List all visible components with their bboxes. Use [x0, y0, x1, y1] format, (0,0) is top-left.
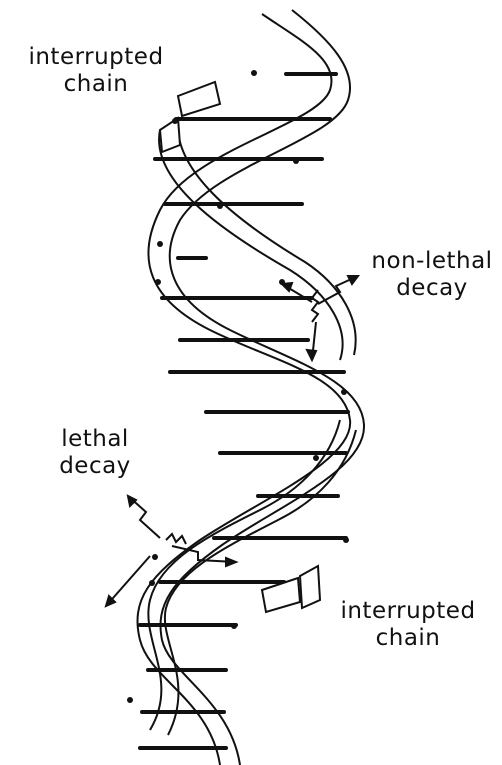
strand-break-bottom [262, 566, 320, 612]
interrupted-chain-label-bottom: interrupted chain [318, 598, 498, 652]
label-line: chain [318, 625, 498, 652]
label-line: interrupted [10, 44, 182, 71]
non-lethal-decay-label: non-lethal decay [364, 248, 500, 302]
label-line: non-lethal [364, 248, 500, 275]
lethal-decay-label: lethal decay [40, 426, 150, 480]
interrupted-chain-label-top: interrupted chain [10, 44, 182, 98]
label-line: interrupted [318, 598, 498, 625]
label-line: decay [40, 453, 150, 480]
non-lethal-decay-arrows [282, 276, 358, 360]
lethal-decay-arrows [106, 496, 236, 606]
backbone-dots [127, 70, 349, 703]
label-line: chain [10, 71, 182, 98]
label-line: decay [364, 275, 500, 302]
label-line: lethal [40, 426, 150, 453]
